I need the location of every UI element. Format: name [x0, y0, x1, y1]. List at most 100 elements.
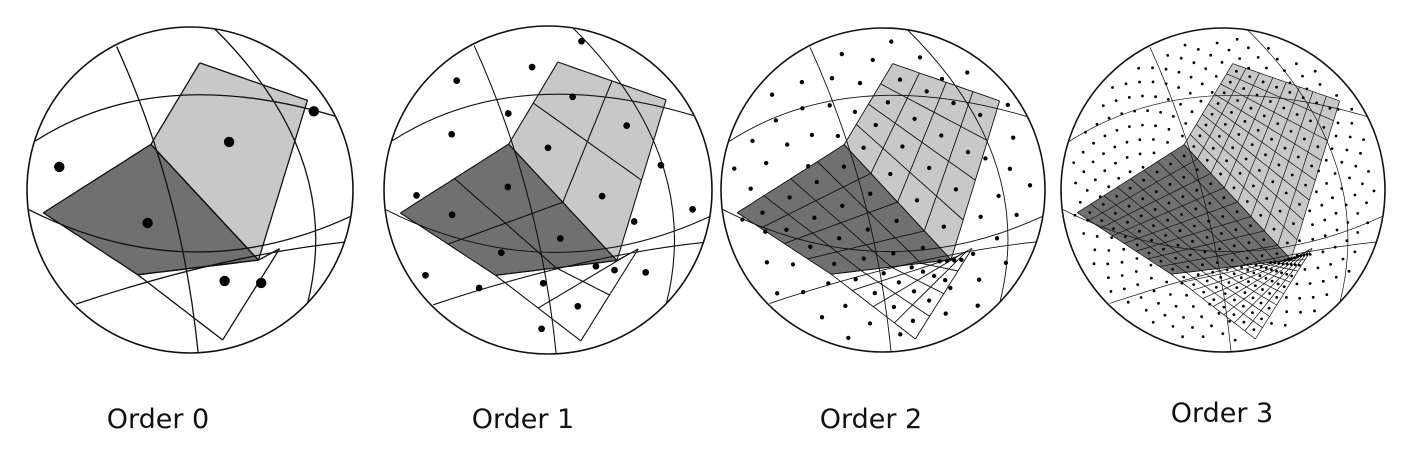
- pixel-boundary: [42, 212, 139, 276]
- pixel-boundary: [137, 259, 259, 276]
- pixel-center-dot: [528, 63, 536, 71]
- pixel-center-dot: [1113, 145, 1117, 149]
- pixel-center-dot: [1237, 133, 1241, 136]
- pixel-center-dot: [630, 218, 638, 225]
- pixel-center-dot: [1260, 254, 1264, 258]
- pixel-center-dot: [1117, 176, 1121, 180]
- pixel-center-dot: [504, 110, 512, 117]
- pixel-center-dot: [1282, 285, 1286, 288]
- pixel-center-dot: [1235, 37, 1239, 41]
- pixel-center-dot: [1290, 257, 1293, 260]
- pixel-center-dot: [1235, 210, 1239, 214]
- pixel-center-dot: [1313, 309, 1316, 313]
- captions-layer: Order 0 Order 1 Order 2 Order 3: [107, 398, 1274, 435]
- pixel-boundary: [1276, 259, 1306, 262]
- pixel-center-dot: [1201, 263, 1204, 267]
- pixel-boundary: [447, 201, 563, 245]
- pixel-center-dot: [1228, 320, 1231, 323]
- meridian-arc: [116, 46, 199, 353]
- pixel-center-dot: [1174, 256, 1177, 260]
- pixel-center-dot: [1295, 113, 1299, 116]
- pixel-boundary: [1290, 100, 1340, 260]
- pixel-center-dot: [914, 198, 920, 203]
- pixel-center-dot: [1290, 173, 1294, 177]
- pixel-center-dot: [1348, 176, 1351, 180]
- pixel-center-dot: [1336, 121, 1340, 125]
- pixel-center-dot: [1298, 239, 1301, 243]
- pixel-center-dot: [1276, 122, 1280, 125]
- pixel-center-dot: [1137, 66, 1140, 70]
- pixel-center-dot: [1228, 80, 1232, 84]
- pixel-center-dot: [1251, 296, 1255, 300]
- pixel-center-dot: [1285, 262, 1289, 266]
- pixel-center-dot: [941, 224, 946, 229]
- pixel-center-dot: [1136, 283, 1140, 286]
- pixel-center-dot: [1126, 220, 1129, 224]
- panels-layer: [26, 25, 1386, 355]
- pixel-center-dot: [1150, 238, 1153, 242]
- pixel-center-dot: [1014, 212, 1019, 218]
- pixel-center-dot: [1238, 172, 1242, 175]
- pixel-center-dot: [1225, 268, 1229, 272]
- pixel-center-dot: [1182, 175, 1186, 179]
- pixel-center-dot: [1114, 99, 1118, 102]
- pixel-center-dot: [1171, 267, 1175, 271]
- pixel-center-dot: [1270, 268, 1273, 272]
- pixel-center-dot: [1259, 213, 1263, 217]
- pixel-center-dot: [1247, 280, 1250, 283]
- pixel-boundary: [950, 100, 1001, 260]
- pixel-center-dot: [1344, 203, 1348, 207]
- pixel-center-dot: [1186, 265, 1189, 269]
- pixel-center-dot: [1085, 189, 1089, 192]
- meridian-arc: [213, 28, 317, 305]
- pixel-center-dot: [1166, 98, 1170, 101]
- pixel-center-dot: [1269, 261, 1272, 264]
- pixel-center-dot: [1262, 238, 1266, 242]
- pixel-center-dot: [1210, 91, 1214, 94]
- pixel-center-dot: [865, 227, 870, 232]
- pixel-center-dot: [861, 145, 866, 150]
- pixel-boundary: [537, 254, 628, 309]
- pixel-center-dot: [1221, 215, 1225, 218]
- pixel-center-dot: [1166, 218, 1169, 222]
- pixel-center-dot: [1320, 203, 1324, 207]
- pixel-center-dot: [1152, 224, 1155, 228]
- pixel-center-dot: [1267, 46, 1270, 50]
- pixel-center-dot: [1293, 256, 1296, 260]
- pixel-center-dot: [1285, 272, 1289, 276]
- meridian-arc: [769, 241, 1037, 304]
- sphere-outline: [26, 26, 354, 354]
- pixel-center-dot: [853, 277, 858, 282]
- pixel-center-dot: [1205, 158, 1209, 162]
- sphere-outline: [720, 27, 1046, 353]
- meridian-arc: [906, 29, 1009, 304]
- pixel-center-dot: [1285, 296, 1288, 299]
- pixel-center-dot: [54, 161, 65, 173]
- pixel-center-dot: [1205, 279, 1209, 283]
- pixel-center-dot: [1359, 151, 1362, 155]
- pixel-center-dot: [1348, 135, 1352, 139]
- pixel-center-dot: [1159, 259, 1163, 263]
- pixel-center-dot: [912, 116, 917, 122]
- pixel-center-dot: [1256, 56, 1260, 59]
- pixel-center-dot: [1027, 183, 1033, 188]
- pixel-center-dot: [556, 235, 564, 242]
- pixel-center-dot: [1152, 151, 1156, 155]
- pixel-center-dot: [1177, 86, 1180, 89]
- pixel-boundary: [616, 99, 667, 261]
- pixel-center-dot: [1295, 282, 1299, 286]
- pixel-center-dot: [1135, 243, 1139, 247]
- pixel-center-dot: [1353, 193, 1357, 197]
- pixel-boundary: [915, 248, 973, 340]
- pixel-center-dot: [1218, 247, 1221, 251]
- pixel-center-dot: [1188, 91, 1192, 95]
- pixel-boundary: [1135, 216, 1252, 252]
- pixel-center-dot: [1210, 112, 1214, 116]
- meridian-arc: [391, 93, 696, 142]
- pixel-center-dot: [1078, 200, 1082, 204]
- pixel-center-dot: [1280, 271, 1283, 275]
- pixel-center-dot: [1124, 82, 1128, 86]
- pixel-center-dot: [1350, 107, 1354, 111]
- pixel-center-dot: [1242, 304, 1245, 308]
- pixel-center-dot: [1235, 286, 1239, 289]
